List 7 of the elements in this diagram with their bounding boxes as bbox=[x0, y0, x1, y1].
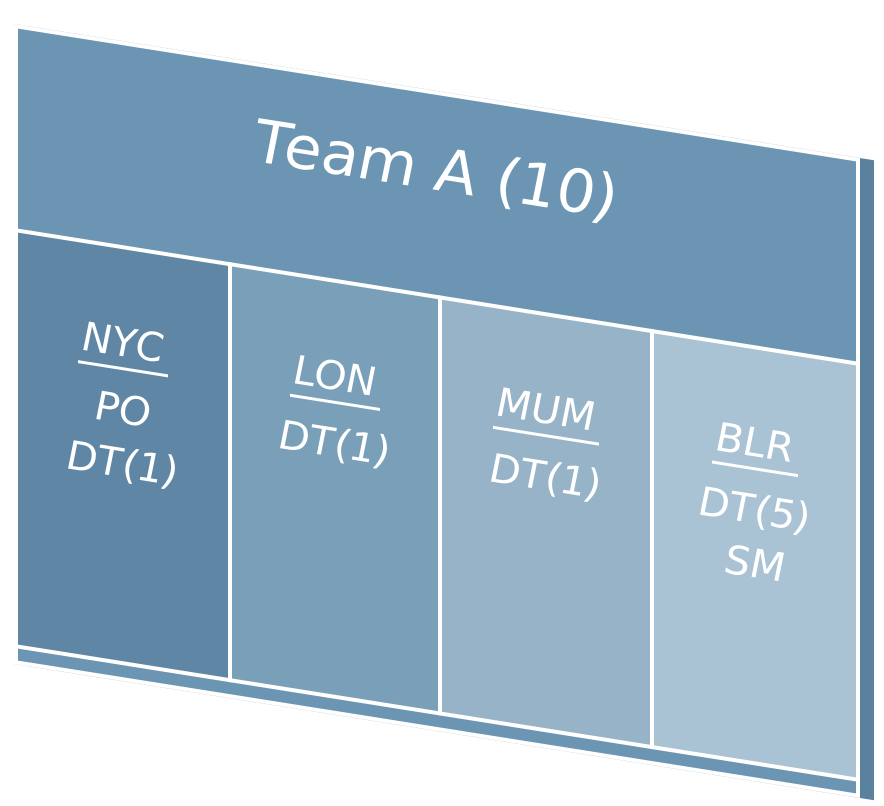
location-heading: LON bbox=[290, 346, 380, 411]
role-label: DT(1) bbox=[279, 412, 391, 476]
location-heading: NYC bbox=[78, 312, 168, 378]
location-heading: BLR bbox=[712, 412, 798, 478]
panel-title: Team A (10) bbox=[254, 105, 620, 236]
role-label: DT(1) bbox=[490, 445, 602, 510]
location-heading: MUM bbox=[492, 378, 600, 446]
